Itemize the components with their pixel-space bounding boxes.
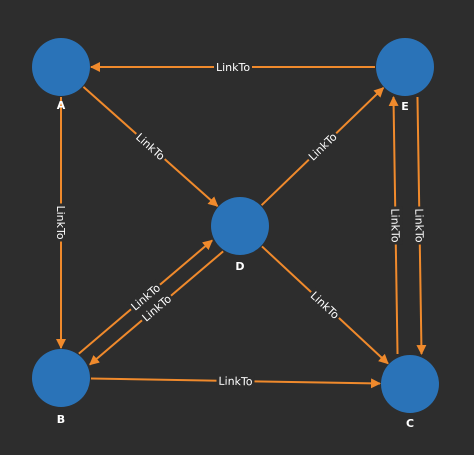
node-c[interactable]: C — [381, 355, 439, 430]
edge-b-c[interactable]: LinkTo — [90, 373, 382, 389]
edge-label-bg — [389, 206, 403, 245]
node-d[interactable]: D — [211, 197, 269, 273]
edge-e-c[interactable]: LinkTo — [412, 96, 427, 356]
edge-label-bg — [55, 203, 68, 242]
edge-label-bg — [214, 60, 252, 73]
edge-label-bg — [413, 206, 427, 245]
edge-label-e-c: LinkTo — [412, 208, 426, 243]
edge-label-bg — [216, 373, 255, 388]
node-circle-a[interactable] — [32, 38, 90, 96]
node-label-d: D — [235, 260, 244, 273]
node-a[interactable]: A — [32, 38, 90, 112]
node-circle-c[interactable] — [381, 355, 439, 413]
nodes-layer: A B C D E — [32, 38, 439, 430]
node-circle-d[interactable] — [211, 197, 269, 255]
edge-label-bg — [132, 128, 170, 164]
edge-label-b-c: LinkTo — [218, 375, 253, 389]
edge-label-a-d: LinkTo — [133, 131, 167, 164]
node-e[interactable]: E — [376, 38, 434, 113]
node-circle-e[interactable] — [376, 38, 434, 96]
node-b[interactable]: B — [32, 349, 90, 426]
edge-label-a-b: LinkTo — [54, 205, 67, 239]
edge-b-d[interactable]: LinkTo — [78, 239, 213, 355]
node-label-c: C — [406, 417, 414, 430]
edge-label-e-a: LinkTo — [216, 61, 250, 74]
node-circle-b[interactable] — [32, 349, 90, 407]
edge-label-c-e: LinkTo — [388, 208, 402, 243]
edge-c-e[interactable]: LinkTo — [388, 95, 403, 355]
edge-label-d-c: LinkTo — [308, 289, 342, 322]
edge-d-c[interactable]: LinkTo — [261, 245, 389, 365]
edge-label-bg — [303, 128, 341, 165]
edge-label-bg — [306, 286, 344, 323]
edge-a-b[interactable]: LinkTo — [54, 97, 68, 349]
node-label-e: E — [401, 100, 409, 113]
edge-d-e[interactable]: LinkTo — [260, 87, 385, 206]
edge-e-a[interactable]: LinkTo — [90, 60, 375, 74]
node-label-a: A — [57, 99, 66, 112]
edge-label-bg — [126, 279, 164, 314]
edge-label-bg — [137, 290, 175, 325]
edge-a-d[interactable]: LinkTo — [82, 86, 219, 207]
node-label-b: B — [57, 413, 65, 426]
edge-d-b[interactable]: LinkTo — [89, 250, 224, 366]
edge-label-d-e: LinkTo — [306, 130, 340, 163]
